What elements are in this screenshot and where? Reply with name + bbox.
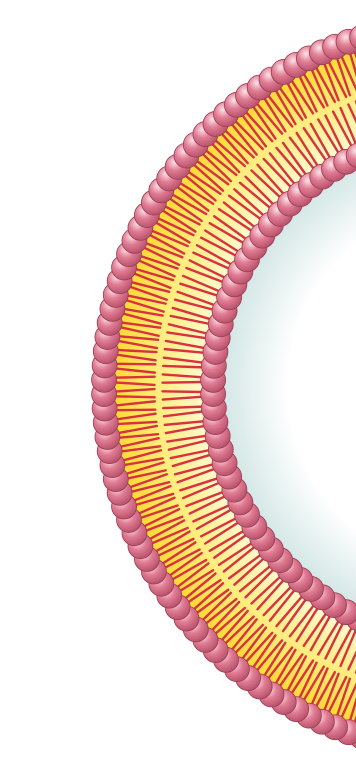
lipid-tail (115, 364, 155, 365)
lipid-tail (163, 366, 203, 367)
lipid-tail (115, 410, 155, 411)
lipid-tail (163, 407, 203, 408)
lipid-tail (115, 377, 155, 378)
lipid-tail (163, 391, 203, 392)
lipid-tail (163, 382, 203, 383)
lipid-tail (115, 396, 155, 397)
